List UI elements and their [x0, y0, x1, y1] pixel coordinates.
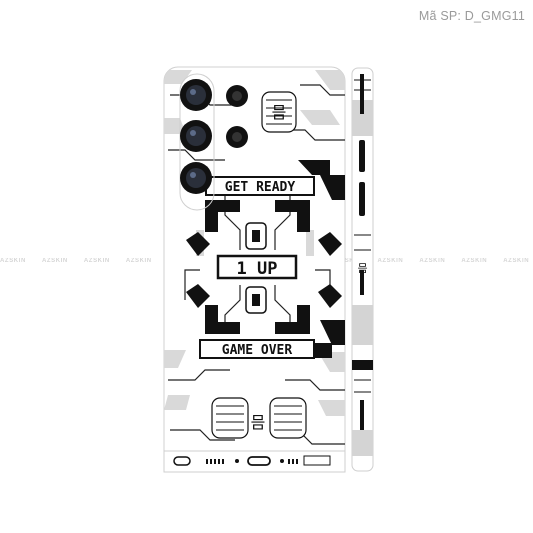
center-badge-text: 1 UP — [237, 259, 278, 279]
camera-cluster — [179, 73, 248, 211]
camera-lens-2 — [180, 120, 212, 152]
top-banner-text: GET READY — [225, 180, 296, 195]
product-code-label: Mã SP: D_GMG11 — [418, 9, 525, 23]
camera-lens-1 — [180, 79, 212, 111]
side-glyph: 믐 — [357, 262, 367, 275]
watermark-text: AZSKIN — [0, 258, 26, 264]
watermark-text: AZSKIN — [125, 258, 152, 264]
watermark-text: AZSKIN — [41, 258, 68, 264]
top-glyph: 믐 — [272, 103, 287, 122]
camera-sensor — [226, 85, 248, 107]
speaker-grille — [206, 459, 224, 464]
bottom-glyph: 믐 — [251, 413, 266, 432]
phone-back-panel — [163, 66, 346, 473]
usb-c-port — [247, 456, 271, 466]
watermark-text: AZSKIN — [419, 258, 446, 264]
phone-side-panel: 믐 — [351, 67, 374, 472]
bottom-banner-text: GAME OVER — [222, 343, 293, 358]
watermark-text: AZSKIN — [377, 258, 404, 264]
bottom-edge-strip — [163, 450, 346, 473]
watermark-text: AZSKIN — [503, 258, 530, 264]
camera-flash — [226, 126, 248, 148]
camera-lens-3 — [180, 162, 212, 194]
watermark-text: AZSKIN — [83, 258, 110, 264]
watermark-text: AZSKIN — [461, 258, 488, 264]
watermark-text: AZSKIN — [335, 258, 362, 264]
